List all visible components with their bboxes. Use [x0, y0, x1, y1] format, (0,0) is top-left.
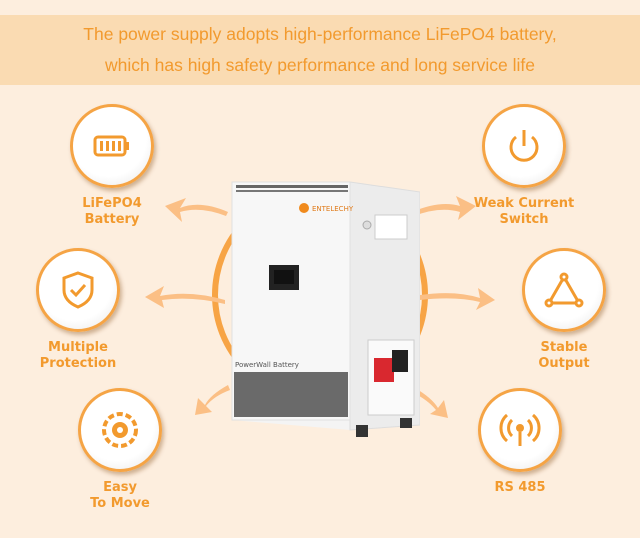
- feature-label: RS 485: [494, 480, 546, 495]
- headline-banner: The power supply adopts high-performance…: [0, 15, 640, 85]
- brand-logo: ENTELECHY: [312, 205, 354, 213]
- wheel-icon: [102, 412, 138, 448]
- headline-line-1: The power supply adopts high-performance…: [83, 24, 557, 44]
- shield-check-icon: [62, 271, 94, 309]
- model-label: PowerWall Battery: [235, 361, 299, 369]
- battery-icon: [93, 135, 129, 157]
- feature-label: Stable: [540, 340, 588, 355]
- feature-label: Battery: [84, 212, 140, 227]
- triangle-icon: [544, 272, 584, 308]
- feature-label: Switch: [499, 212, 549, 227]
- feature-label: Multiple: [48, 340, 108, 355]
- arrow-bottom-right: [412, 388, 448, 418]
- headline-line-2: which has high safety performance and lo…: [105, 55, 535, 75]
- feature-label: Easy: [103, 480, 137, 495]
- feature-rs485: RS 485: [450, 388, 590, 496]
- arrow-mid-left: [145, 286, 225, 308]
- arrow-top-left: [165, 198, 228, 222]
- power-icon: [509, 130, 539, 162]
- feature-label: To Move: [90, 496, 150, 511]
- arrows: [145, 196, 495, 418]
- feature-label: LiFePO4: [82, 196, 142, 211]
- arrow-mid-right: [420, 288, 495, 310]
- arrow-bottom-left: [195, 385, 230, 415]
- feature-label: Protection: [39, 356, 117, 371]
- feature-label: Weak Current: [473, 196, 575, 211]
- product-image: ENTELECHY PowerWall Battery: [230, 180, 421, 449]
- arrow-top-right: [412, 196, 476, 220]
- signal-icon: [499, 413, 541, 446]
- feature-label: Output: [538, 356, 590, 371]
